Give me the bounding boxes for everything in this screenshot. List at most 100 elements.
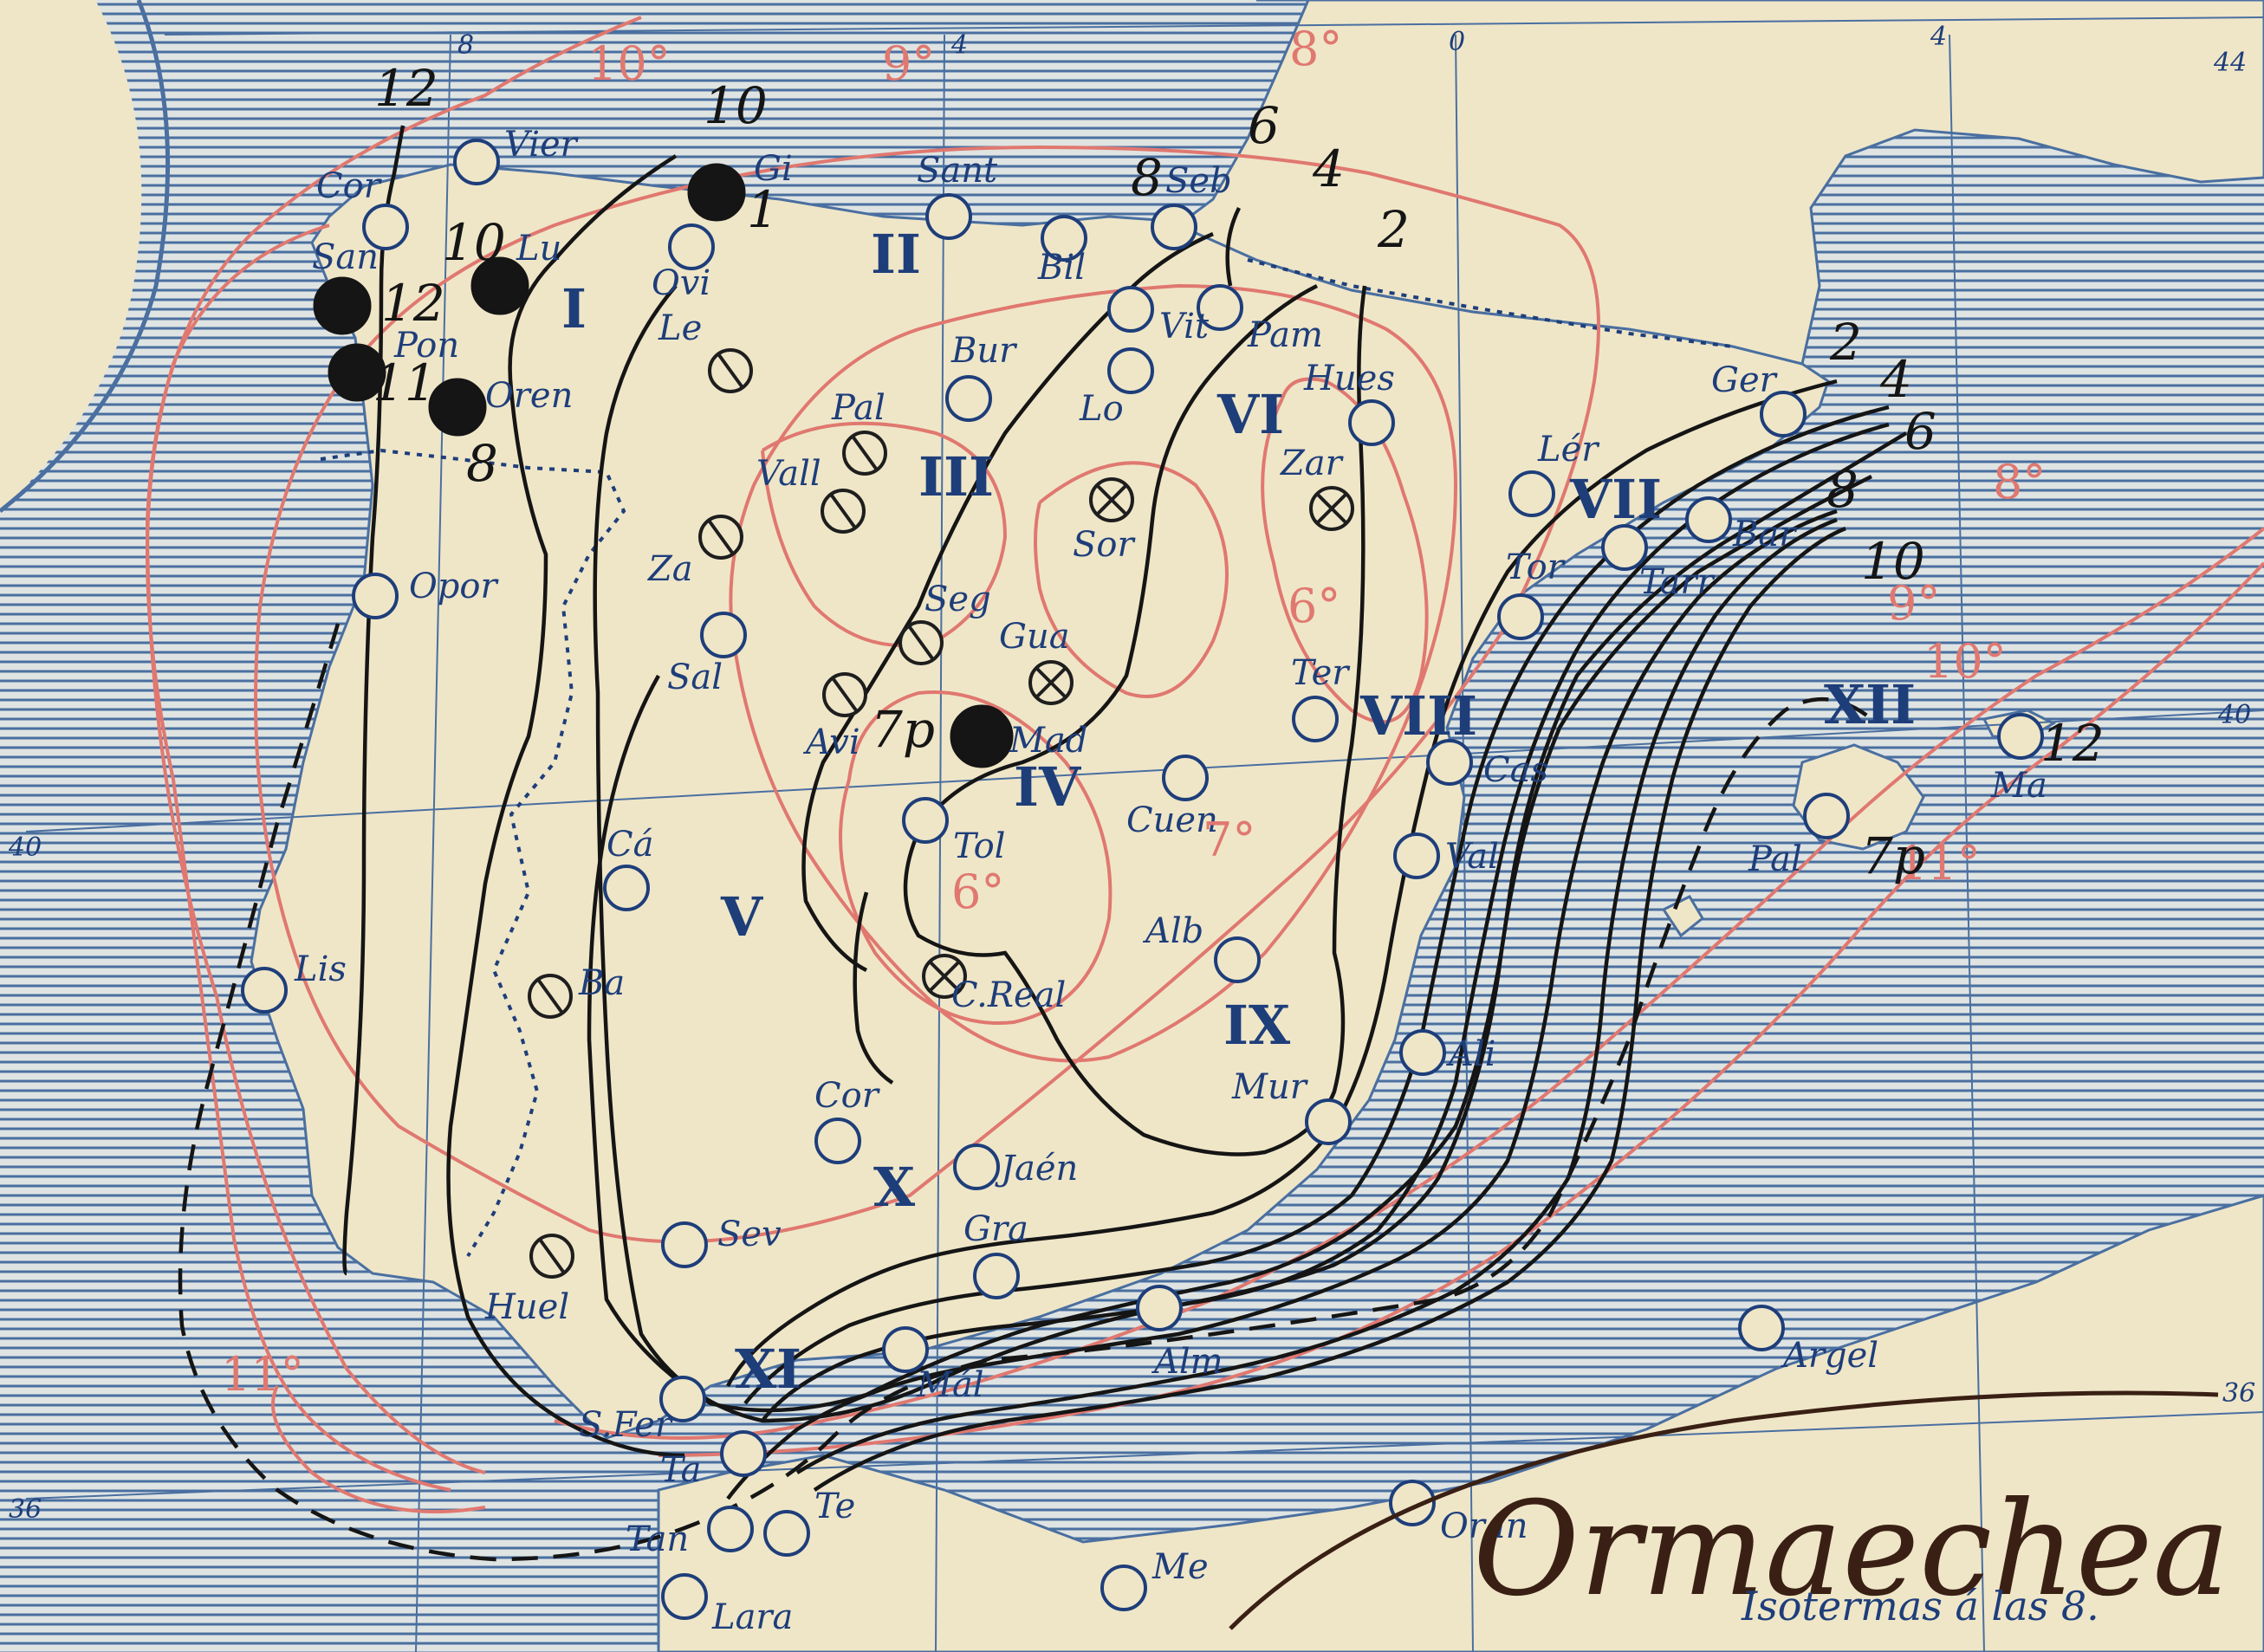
coord-right-36: 36 [2222,1378,2255,1409]
red-label-6-east: 6° [1288,579,1340,633]
station-marker-val [1393,832,1440,879]
black-label-12-nw: 12 [374,59,438,118]
black-label-10-north: 10 [704,76,768,135]
red-label-9: 9° [882,36,935,91]
red-label-8: 8° [1289,22,1342,76]
station-label-avi: Avi [802,722,860,762]
map-caption: Isotermas á las 8. [1741,1583,2099,1629]
station-marker-tarr [1601,524,1648,571]
station-label-me: Me [1151,1547,1209,1587]
coord-right-40: 40 [2217,700,2251,730]
station-marker-cuen [1162,755,1209,801]
signature: Ormaechea [1473,1474,2230,1625]
station-label-vall: Vall [756,454,821,494]
station-label-sor: Sor [1073,525,1136,565]
region-label-x: X [873,1156,916,1219]
station-label-bar: Bar [1732,515,1798,554]
red-label-10: 10° [587,36,671,91]
black-label-4-east: 4 [1879,350,1912,409]
station-label-tor: Tor [1506,547,1567,587]
station-label-huel: Huel [484,1287,569,1327]
station-label-gra: Gra [963,1209,1028,1249]
red-label-11-east: 11° [1897,836,1981,891]
station-marker-za [698,515,743,560]
station-marker-lu [470,256,529,315]
region-label-ix: IX [1223,994,1291,1057]
station-marker-bil [1041,215,1087,262]
station-label-sant: Sant [917,151,998,191]
station-marker-tol [902,797,949,844]
red-label-6-center: 6° [951,865,1004,919]
station-label-sal: Sal [667,658,723,697]
station-label-vit: Vit [1159,307,1210,347]
station-label-ali: Ali [1445,1034,1495,1074]
station-marker-pal-castilla [842,431,887,476]
station-label-gua: Gua [999,617,1070,657]
station-marker-ta [720,1430,767,1477]
black-label-6-north: 6 [1248,96,1280,155]
station-marker-jaen [953,1143,1000,1190]
station-label-ler: Lér [1537,430,1600,470]
station-label-ta: Ta [660,1450,701,1490]
station-label-san: San [312,237,379,277]
station-marker-le [708,348,753,393]
station-label-pal: Pal [1748,839,1802,879]
region-label-iii: III [918,445,994,509]
station-label-te: Te [814,1487,855,1526]
black-label-8-north: 8 [1131,148,1163,207]
station-label-cuen: Cuen [1126,800,1218,840]
black-label-8-east: 8 [1826,460,1859,519]
coord-top-4w: 4 [950,30,968,61]
region-label-iv: IV [1014,755,1081,819]
red-isotherms [145,16,2264,1513]
station-marker-ba [528,974,573,1019]
station-label-sev: Sev [717,1215,782,1254]
station-marker-seb [1151,204,1197,250]
region-label-vii: VII [1569,468,1662,531]
station-marker-san [313,276,372,335]
station-label-seg: Seg [924,580,991,619]
black-label-10-east: 10 [1861,532,1925,591]
station-label-pam: Pam [1247,315,1323,355]
station-label-ba: Ba [578,963,625,1003]
station-label-bur: Bur [950,331,1018,371]
station-marker-sor [1089,477,1134,522]
margin-border [0,0,171,513]
station-label-cor2: Cor [814,1076,881,1116]
station-marker-opor [352,573,399,619]
black-label-2-east: 2 [1829,313,1862,372]
black-label-10-lu: 10 [442,213,506,272]
signature-flourish [1229,1390,2219,1630]
station-label-pal-castilla: Pal [831,388,885,428]
station-marker-seg [898,620,944,665]
black-label-12-san: 12 [381,274,445,333]
graticule [25,16,2264,1652]
station-marker-lara [661,1573,708,1620]
station-marker-hues [1348,399,1395,446]
station-label-lis: Lis [294,949,347,989]
station-marker-argel [1738,1305,1785,1351]
coord-top-8w: 8 [457,30,474,61]
station-marker-alb [1214,936,1261,983]
station-marker-mur [1305,1098,1352,1145]
station-marker-zar [1309,486,1354,531]
coord-top-44: 44 [2213,48,2247,78]
station-label-vier: Vier [504,125,580,165]
station-marker-sal [700,612,747,658]
slash-markers [528,348,944,1279]
station-label-lo: Lo [1079,389,1124,429]
station-label-le: Le [658,308,702,348]
region-label-xi: XI [735,1338,801,1401]
cross-markers [922,477,1354,999]
station-marker-sev [661,1221,708,1268]
region-label-v: V [720,885,763,949]
coordinate-labels: 8 4 0 4 44 40 36 40 36 [8,22,2255,1525]
black-label-7p-pal: 7p [1861,826,1925,885]
coord-top-0: 0 [1449,27,1465,57]
station-marker-ter [1292,696,1339,742]
station-marker-gi [687,163,746,222]
station-label-seb: Seb [1165,161,1232,201]
station-label-ma: Ma [1990,766,2047,806]
station-marker-mad [950,704,1014,768]
station-label-sfer: S.Fer [579,1405,674,1445]
